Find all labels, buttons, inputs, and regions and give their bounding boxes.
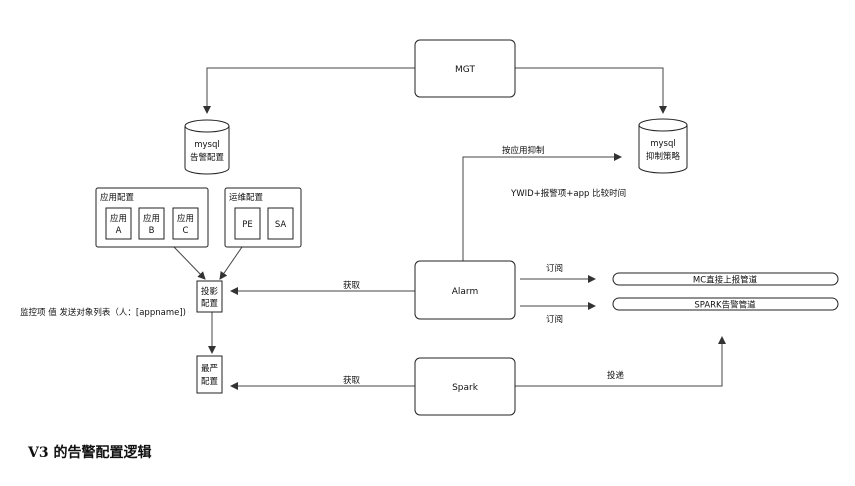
ops-pe-node: PE bbox=[234, 207, 261, 240]
edge-label-subscribe-1: 订阅 bbox=[546, 263, 563, 274]
strictest-config-node: 最严 配置 bbox=[196, 355, 223, 394]
spark-pipeline-label: SPARK告警管道 bbox=[694, 300, 756, 311]
app-config-group: 应用配置 应用 A 应用 B 应用 C bbox=[95, 187, 209, 248]
projection-annotation: 监控项 值 发送对象列表（人：[appname]) bbox=[20, 307, 186, 318]
app-b-node: 应用 B bbox=[138, 207, 165, 240]
edge-label-deliver: 投递 bbox=[607, 370, 625, 381]
mysql-suppression-db: mysql 抑制策略 bbox=[638, 118, 688, 174]
mysql-suppression-line1: mysql bbox=[650, 139, 676, 149]
edge-mgt-to-alert-config bbox=[203, 67, 415, 114]
edge-spark-deliver bbox=[515, 336, 726, 387]
app-a-line1: 应用 bbox=[110, 213, 127, 224]
edge-alarm-to-suppression bbox=[462, 153, 622, 261]
app-a-node: 应用 A bbox=[105, 207, 132, 240]
app-c-line2: C bbox=[183, 226, 189, 236]
strictest-config-line2: 配置 bbox=[201, 377, 219, 387]
spark-pipeline: SPARK告警管道 bbox=[612, 297, 839, 311]
projection-config-line1: 投影 bbox=[201, 286, 219, 297]
edge-label-fetch-alarm: 获取 bbox=[343, 280, 361, 291]
app-c-line1: 应用 bbox=[177, 213, 194, 224]
mysql-alert-config-line2: 告警配置 bbox=[190, 152, 225, 163]
ops-sa-label: SA bbox=[275, 220, 287, 230]
mc-pipeline: MC直接上报管道 bbox=[612, 272, 839, 286]
ops-config-title: 运维配置 bbox=[229, 192, 264, 203]
mgt-node: MGT bbox=[414, 39, 516, 98]
mgt-label: MGT bbox=[455, 65, 475, 75]
spark-label: Spark bbox=[452, 383, 479, 393]
edge-label-subscribe-2: 订阅 bbox=[546, 314, 563, 325]
app-config-title: 应用配置 bbox=[100, 192, 135, 203]
alarm-node: Alarm bbox=[414, 260, 516, 320]
alarm-label: Alarm bbox=[452, 287, 478, 297]
edge-ops-config-to-projection bbox=[219, 246, 243, 280]
diagram-caption: V3 的告警配置逻辑 bbox=[28, 445, 152, 461]
app-a-line2: A bbox=[116, 226, 122, 236]
edge-app-config-to-projection bbox=[173, 246, 206, 280]
edge-label-compare-time: YWID+报警项+app 比较时间 bbox=[510, 188, 626, 199]
connectors bbox=[173, 67, 726, 390]
edge-label-fetch-spark: 获取 bbox=[343, 375, 361, 386]
mc-pipeline-label: MC直接上报管道 bbox=[693, 275, 758, 286]
app-c-node: 应用 C bbox=[172, 207, 199, 240]
mysql-alert-config-line1: mysql bbox=[194, 140, 220, 150]
projection-config-line2: 配置 bbox=[201, 299, 219, 309]
mysql-alert-config-db: mysql 告警配置 bbox=[184, 119, 230, 175]
strictest-config-line1: 最严 bbox=[201, 364, 218, 374]
edge-mgt-to-suppression bbox=[515, 67, 667, 114]
ops-sa-node: SA bbox=[267, 207, 294, 240]
ops-config-group: 运维配置 PE SA bbox=[224, 187, 302, 248]
ops-pe-label: PE bbox=[242, 220, 253, 230]
mysql-suppression-line2: 抑制策略 bbox=[646, 151, 681, 162]
spark-node: Spark bbox=[414, 357, 516, 416]
app-b-line1: 应用 bbox=[143, 213, 160, 224]
app-b-line2: B bbox=[149, 226, 155, 236]
edge-label-suppress-by-app: 按应用抑制 bbox=[502, 145, 545, 156]
projection-config-node: 投影 配置 bbox=[196, 280, 223, 313]
